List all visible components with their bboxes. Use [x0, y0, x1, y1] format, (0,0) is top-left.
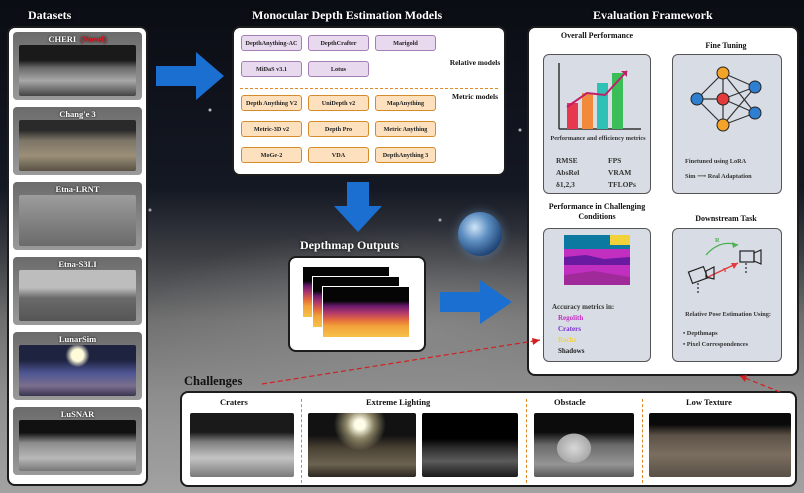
flow-arrow-icon	[440, 280, 512, 324]
challenge-link-arrowhead	[532, 338, 540, 345]
flow-arrow-icon	[334, 182, 382, 232]
challenge-link-line	[262, 340, 540, 384]
challenge-link-arrowhead	[740, 375, 747, 382]
flow-arrow-icon	[156, 52, 224, 100]
